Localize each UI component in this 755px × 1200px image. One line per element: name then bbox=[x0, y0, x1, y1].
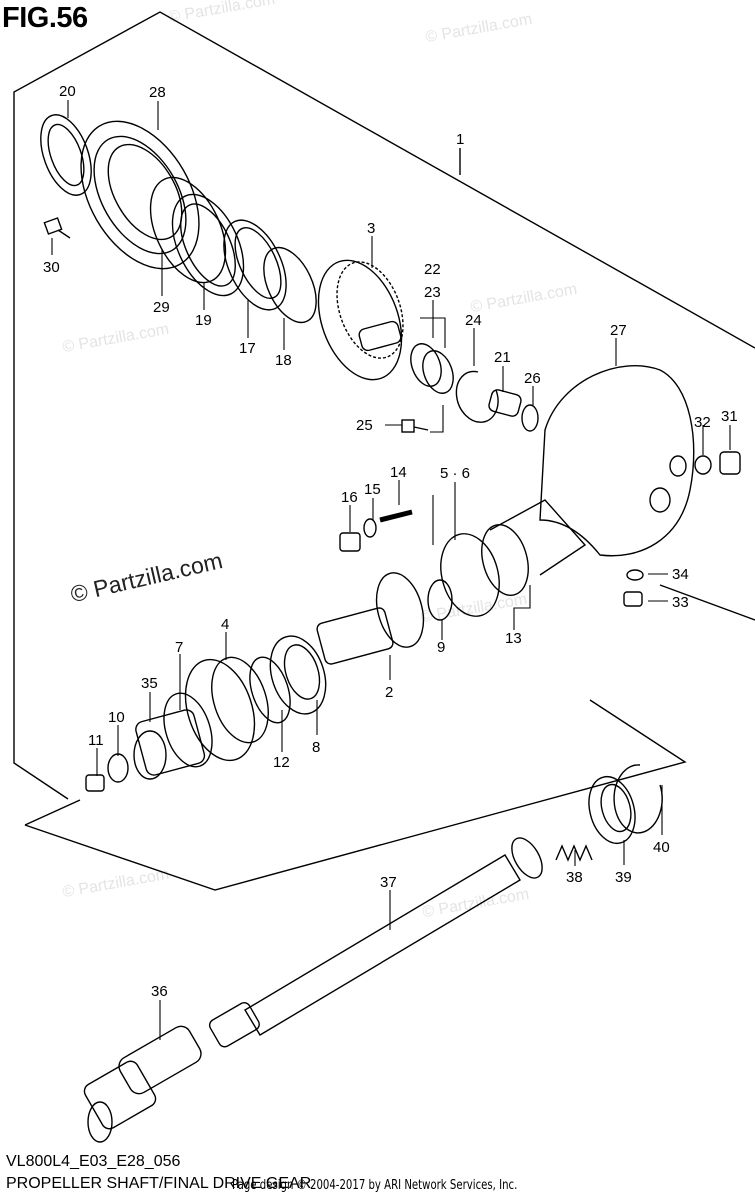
bolt-part-30 bbox=[43, 217, 71, 239]
callout-39: 39 bbox=[615, 869, 632, 886]
gasket-part-32 bbox=[694, 455, 712, 475]
callout-19: 19 bbox=[195, 312, 212, 329]
nut-part-16 bbox=[339, 532, 361, 552]
spacer-part-12 bbox=[249, 656, 291, 724]
stud-part-14 bbox=[379, 509, 413, 523]
diagram-title: PROPELLER SHAFT/FINAL DRIVE GEAR bbox=[6, 1175, 312, 1192]
callout-26: 26 bbox=[524, 370, 541, 387]
diagram-code: VL800L4_E03_E28_056 bbox=[6, 1153, 181, 1170]
callout-24: 24 bbox=[465, 312, 482, 329]
callout-20: 20 bbox=[59, 83, 76, 100]
bearing-case-part-5-6 bbox=[440, 499, 587, 617]
callout-4: 4 bbox=[221, 616, 229, 633]
callout-29: 29 bbox=[153, 299, 170, 316]
ring-part-18 bbox=[263, 246, 317, 324]
assembly-boundary bbox=[24, 699, 687, 891]
callout-31: 31 bbox=[721, 408, 738, 425]
callout-38: 38 bbox=[566, 869, 583, 886]
callout-18: 18 bbox=[275, 352, 292, 369]
callout-3: 3 bbox=[367, 220, 375, 237]
callout-10: 10 bbox=[108, 709, 125, 726]
spring-part-38 bbox=[555, 844, 593, 862]
callout-13: 13 bbox=[505, 630, 522, 647]
pinion-gear-part-2 bbox=[316, 572, 425, 665]
callout-22: 22 bbox=[424, 261, 441, 278]
propeller-shaft-part-37 bbox=[208, 837, 543, 1048]
copyright-notice: Page design © 2004-2017 by ARI Network S… bbox=[232, 1178, 518, 1193]
bushing-part-21 bbox=[488, 389, 522, 417]
callout-32: 32 bbox=[694, 414, 711, 431]
washer-part-15 bbox=[363, 518, 377, 538]
washer-part-26 bbox=[521, 404, 539, 432]
gear-case-part-27 bbox=[539, 365, 695, 557]
bearing-part-8 bbox=[269, 635, 327, 715]
bearing-part-17 bbox=[223, 219, 287, 311]
shim-part-19 bbox=[171, 193, 245, 297]
shim-part-9 bbox=[427, 579, 453, 621]
callout-8: 8 bbox=[312, 739, 320, 756]
callout-16: 16 bbox=[341, 489, 358, 506]
callout-9: 9 bbox=[437, 639, 445, 656]
assembly-boundary bbox=[13, 11, 755, 800]
callout-7: 7 bbox=[175, 639, 183, 656]
callout-36: 36 bbox=[151, 983, 168, 1000]
callout-23: 23 bbox=[424, 284, 441, 301]
callout-30: 30 bbox=[43, 259, 60, 276]
callout-25: 25 bbox=[356, 417, 373, 434]
washer-part-10 bbox=[107, 753, 129, 783]
plug-part-31 bbox=[719, 451, 741, 475]
leader-lines bbox=[51, 100, 731, 1040]
snap-ring-part-24 bbox=[455, 370, 499, 423]
ring-gear-part-3 bbox=[317, 259, 404, 381]
nut-part-11 bbox=[85, 774, 105, 792]
callout-11: 11 bbox=[88, 732, 104, 749]
callout-1: 1 bbox=[456, 131, 464, 148]
assembly-boundary bbox=[24, 799, 81, 826]
washer-part-34 bbox=[626, 569, 644, 581]
bolt-part-33 bbox=[623, 591, 643, 607]
circlip-part-40 bbox=[613, 764, 663, 834]
callout-14: 14 bbox=[390, 464, 407, 481]
bearing-part-4 bbox=[184, 656, 269, 762]
figure-number: FIG.56 bbox=[2, 2, 88, 34]
coupling-part-35 bbox=[133, 709, 206, 780]
callout-34: 34 bbox=[672, 566, 689, 583]
callout-5-6: 5 · 6 bbox=[440, 465, 470, 482]
callout-15: 15 bbox=[364, 481, 381, 498]
oil-seal-part-39 bbox=[588, 775, 636, 845]
callout-37: 37 bbox=[380, 874, 397, 891]
callout-17: 17 bbox=[239, 340, 256, 357]
shim-part-29 bbox=[149, 176, 227, 284]
spacer-part-7 bbox=[163, 692, 213, 768]
callout-labels: 1 2 3 4 5 · 6 7 8 9 10 11 12 13 14 15 16… bbox=[43, 83, 738, 1000]
assembly-boundary bbox=[659, 584, 755, 621]
oil-seal-part-20 bbox=[40, 114, 92, 196]
callout-12: 12 bbox=[273, 754, 290, 771]
callout-28: 28 bbox=[149, 84, 166, 101]
callout-33: 33 bbox=[672, 594, 689, 611]
bolt-part-25 bbox=[401, 419, 429, 433]
callout-35: 35 bbox=[141, 675, 158, 692]
universal-joint-part-36 bbox=[83, 1025, 202, 1143]
callout-27: 27 bbox=[610, 322, 627, 339]
shim-part-23 bbox=[410, 343, 454, 394]
callout-40: 40 bbox=[653, 839, 670, 856]
callout-2: 2 bbox=[385, 684, 393, 701]
callout-21: 21 bbox=[494, 349, 511, 366]
